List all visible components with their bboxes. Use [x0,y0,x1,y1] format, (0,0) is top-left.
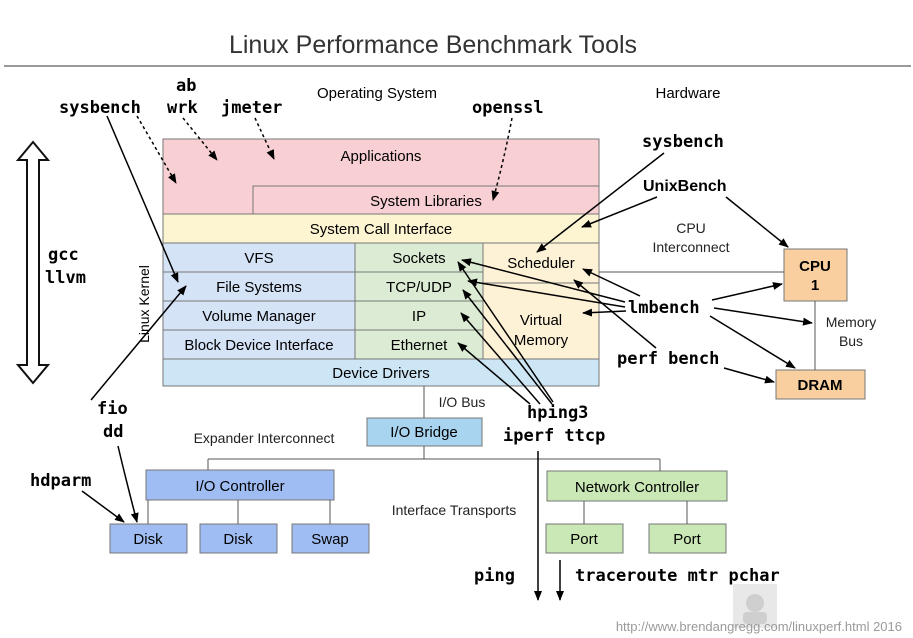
footer-url: http://www.brendangregg.com/linuxperf.ht… [616,619,902,634]
io-controller-label: I/O Controller [195,478,284,495]
device-drivers-label: Device Drivers [332,365,430,382]
arrow-hping3-ip [460,312,541,405]
arrow-lmbench-sockets [461,258,626,303]
memory-bus-label-1: Memory [826,314,877,330]
tool-jmeter: jmeter [221,98,282,118]
page-title: Linux Performance Benchmark Tools [229,31,637,59]
file-systems-label: File Systems [216,279,302,296]
virtual-memory-label-1: Virtual [520,312,562,329]
tool-gcc: gcc [48,245,79,265]
network-controller-label: Network Controller [575,479,699,496]
arrow-fio-filesystems [90,285,187,401]
arrow-hping3-tcpudp [462,289,553,405]
arrow-perfbench-dram [723,367,775,384]
tool-fio: fio [97,399,128,419]
arrow-lmbench-scheduler [582,268,641,297]
arrow-lmbench-vm [582,308,627,317]
hardware-label: Hardware [655,85,720,102]
memory-bus-label-2: Bus [839,333,863,349]
io-bridge-label: I/O Bridge [390,424,458,441]
watermark-logo [733,584,777,628]
arrow-jmeter-applications [254,117,275,160]
arrow-lmbench-dram [709,315,796,369]
tool-dd: dd [103,422,123,442]
io-controller-box [145,469,335,501]
arrow-perfbench-scheduler [573,279,657,349]
arrow-dd-disk [117,445,139,523]
tool-sysbench-left: sysbench [59,98,141,118]
tool-perf-bench: perf bench [617,349,719,369]
arrow-sysbench-applications [136,115,177,184]
tool-ab: ab [176,76,196,96]
tool-unixbench: UnixBench [643,178,727,195]
arrow-openssl-libraries [491,117,513,201]
volume-manager-box [162,300,356,331]
disk1-label: Disk [133,531,163,548]
ethernet-label: Ethernet [391,337,449,354]
arrow-sysbench-scheduler [536,152,665,253]
arrow-hping3-sockets [457,261,554,403]
swap-box [291,523,370,554]
arrow-hdparm-disk [81,490,125,523]
cpu-label-1: CPU [799,258,831,275]
network-controller-box [546,470,728,502]
arrow-unixbench-syscall [581,196,658,228]
tcp-udp-box [354,271,484,302]
swap-label: Swap [311,531,349,548]
expander-interconnect-label: Expander Interconnect [194,430,335,446]
disk1-box [109,523,188,554]
vfs-label: VFS [244,250,273,267]
dram-label: DRAM [798,377,843,394]
virtual-memory-label-2: Memory [514,332,569,349]
compiler-range-arrow-icon [15,140,51,385]
tool-sysbench-right: sysbench [642,132,724,152]
volume-manager-label: Volume Manager [202,308,315,325]
port2-label: Port [673,531,701,548]
arrow-unixbench-cpu [725,196,789,248]
io-bus-label: I/O Bus [439,394,486,410]
tool-hdparm: hdparm [30,471,91,491]
dram-box [775,369,866,400]
system-libraries-label: System Libraries [370,193,482,210]
tool-hping3: hping3 [527,403,588,423]
applications-label: Applications [341,148,422,165]
cpu-label-2: 1 [811,277,819,294]
cpu-box [783,248,848,302]
operating-system-label: Operating System [317,85,437,102]
disk2-label: Disk [223,531,253,548]
linux-kernel-label: Linux Kernel [136,265,152,343]
port1-box [545,523,624,554]
arrow-lmbench-tcpudp [467,278,626,308]
arrow-hping3-ethernet [457,342,531,405]
scheduler-label: Scheduler [507,255,575,272]
disk2-box [199,523,278,554]
interface-transports-label: Interface Transports [392,502,517,518]
arrow-sysbench-filesystems [106,115,179,283]
tool-llvm: llvm [45,268,86,288]
cpu-interconnect-label-1: CPU [676,220,706,236]
tool-traceroute-mtr-pchar: traceroute mtr pchar [575,566,780,586]
port1-label: Port [570,531,598,548]
tool-wrk: wrk [167,98,198,118]
arrow-lmbench-membus [713,307,813,326]
arrow-lmbench-cpu [711,282,783,301]
sockets-label: Sockets [392,250,445,267]
block-device-interface-label: Block Device Interface [184,337,333,354]
tool-lmbench: lmbench [628,298,700,318]
tool-iperf-ttcp: iperf ttcp [503,426,605,446]
tool-openssl: openssl [472,98,544,118]
tool-ping: ping [474,566,515,586]
system-call-interface-label: System Call Interface [310,221,453,238]
ip-label: IP [412,308,426,325]
virtual-memory-box [482,282,600,360]
cpu-interconnect-label-2: Interconnect [652,239,729,255]
system-libraries-layer [252,185,600,215]
tcp-udp-label: TCP/UDP [386,279,452,296]
